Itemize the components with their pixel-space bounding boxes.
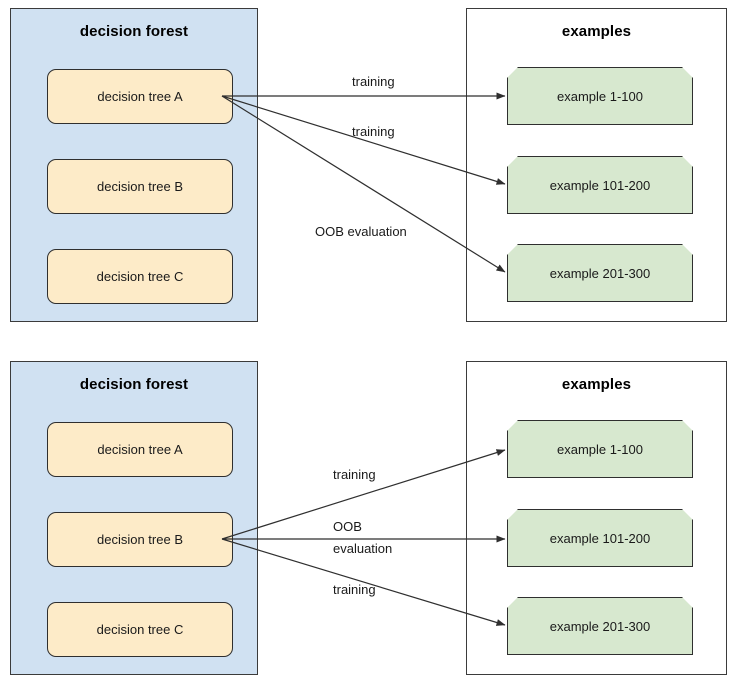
decision-forest-panel-bottom: decision forest decision tree A decision… bbox=[10, 361, 258, 675]
decision-forest-panel-top: decision forest decision tree A decision… bbox=[10, 8, 258, 322]
edge-label-evaluation-bottom: evaluation bbox=[333, 541, 393, 556]
example-1-100-box-bottom[interactable]: example 1-100 bbox=[507, 420, 693, 478]
decision-tree-c-label-bottom: decision tree C bbox=[96, 622, 184, 637]
edge-label-oob-evaluation-top: OOB evaluation bbox=[315, 224, 407, 239]
edge-tree-b-to-example-1-100 bbox=[221, 449, 506, 540]
decision-tree-b-box-top[interactable]: decision tree B bbox=[47, 159, 233, 214]
example-201-300-box-top[interactable]: example 201-300 bbox=[507, 244, 693, 302]
example-101-200-label-top: example 101-200 bbox=[549, 177, 651, 193]
diagram-bottom: decision forest decision tree A decision… bbox=[0, 353, 737, 683]
decision-forest-title-bottom: decision forest bbox=[79, 376, 189, 393]
decision-tree-c-box-top[interactable]: decision tree C bbox=[47, 249, 233, 304]
decision-tree-a-box-bottom[interactable]: decision tree A bbox=[47, 422, 233, 477]
decision-tree-a-box-top[interactable]: decision tree A bbox=[47, 69, 233, 124]
examples-title-bottom: examples bbox=[561, 376, 632, 393]
example-201-300-label-bottom: example 201-300 bbox=[549, 618, 651, 634]
decision-tree-c-label-top: decision tree C bbox=[96, 269, 184, 284]
edge-tree-a-to-example-201-300 bbox=[221, 95, 506, 273]
examples-panel-bottom: examples example 1-100 example 101-200 e… bbox=[466, 361, 727, 675]
example-101-200-box-bottom[interactable]: example 101-200 bbox=[507, 509, 693, 567]
example-1-100-box-top[interactable]: example 1-100 bbox=[507, 67, 693, 125]
decision-tree-a-label-bottom: decision tree A bbox=[97, 442, 183, 457]
example-201-300-label-top: example 201-300 bbox=[549, 265, 651, 281]
decision-tree-b-box-bottom[interactable]: decision tree B bbox=[47, 512, 233, 567]
diagram-top: decision forest decision tree A decision… bbox=[0, 0, 737, 330]
decision-forest-title-top: decision forest bbox=[79, 23, 189, 40]
example-1-100-label-bottom: example 1-100 bbox=[557, 441, 643, 457]
example-101-200-label-bottom: example 101-200 bbox=[549, 530, 651, 546]
decision-tree-b-label-top: decision tree B bbox=[97, 179, 183, 194]
edge-tree-a-to-example-101-200 bbox=[221, 95, 506, 185]
decision-tree-c-box-bottom[interactable]: decision tree C bbox=[47, 602, 233, 657]
example-1-100-label-top: example 1-100 bbox=[557, 88, 643, 104]
edge-label-training-2-top: training bbox=[352, 124, 395, 139]
examples-panel-top: examples example 1-100 example 101-200 e… bbox=[466, 8, 727, 322]
examples-title-top: examples bbox=[561, 23, 632, 40]
edge-label-training-1-top: training bbox=[352, 74, 395, 89]
edge-label-training-1-bottom: training bbox=[333, 467, 376, 482]
example-201-300-box-bottom[interactable]: example 201-300 bbox=[507, 597, 693, 655]
example-101-200-box-top[interactable]: example 101-200 bbox=[507, 156, 693, 214]
decision-tree-a-label-top: decision tree A bbox=[97, 89, 183, 104]
edge-label-oob-bottom: OOB bbox=[333, 519, 362, 534]
edge-label-training-2-bottom: training bbox=[333, 582, 376, 597]
decision-tree-b-label-bottom: decision tree B bbox=[97, 532, 183, 547]
